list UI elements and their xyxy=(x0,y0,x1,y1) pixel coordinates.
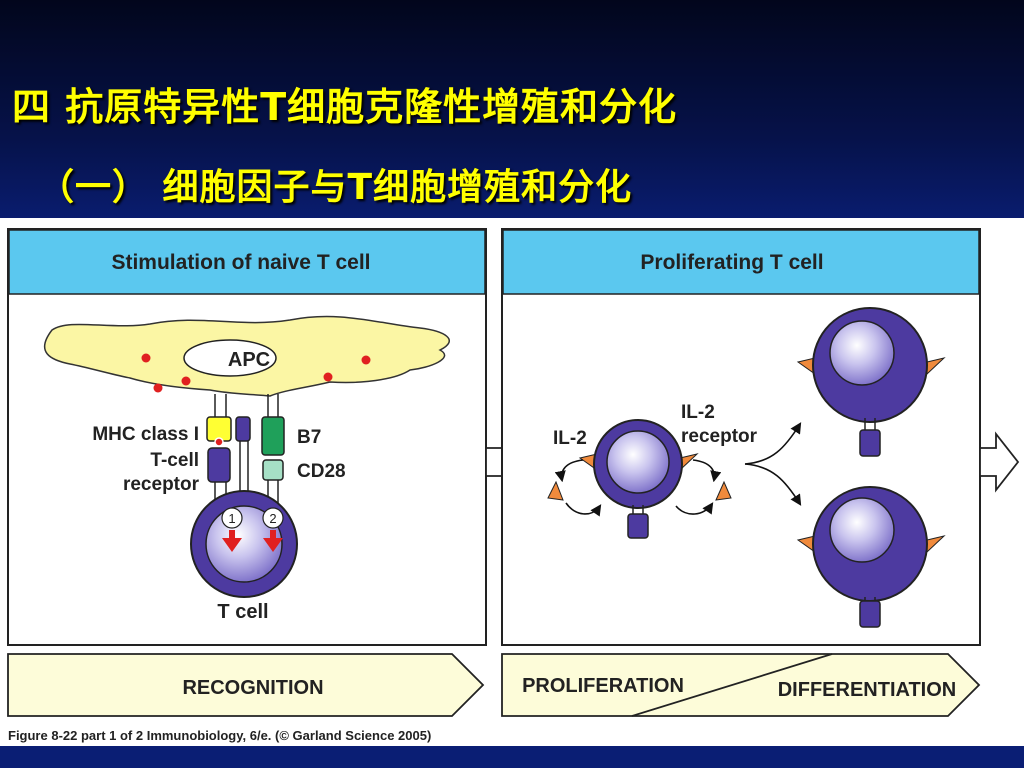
division-arrow-down xyxy=(744,463,802,506)
figure-caption: Figure 8-22 part 1 of 2 Immunobiology, 6… xyxy=(8,728,431,743)
t-cell-label: T cell xyxy=(217,601,268,623)
recognition-label: RECOGNITION xyxy=(182,677,323,699)
b7-molecule xyxy=(261,416,285,456)
right-panel: Proliferating T cell IL-2 IL-2 receptor xyxy=(501,228,981,646)
apc-granule xyxy=(153,383,163,393)
apc-granule xyxy=(361,355,371,365)
t-cell-receptor xyxy=(859,600,881,628)
slide-title: 四 抗原特异性T细胞克隆性增殖和分化 xyxy=(12,85,678,129)
left-panel-title: Stimulation of naive T cell xyxy=(111,251,370,274)
left-panel: Stimulation of naive T cell APC xyxy=(7,228,487,646)
il2-autocrine-arrow-right-down xyxy=(675,502,714,515)
mhc-class-i-label: MHC class I xyxy=(92,424,199,445)
right-panel-title: Proliferating T cell xyxy=(640,251,823,274)
figure-area: Stimulation of naive T cell APC xyxy=(0,218,1024,746)
apc-granule xyxy=(181,376,191,386)
il2-receptor-label-line1: IL-2 xyxy=(681,402,715,423)
left-panel-header xyxy=(8,229,486,295)
stage-divider xyxy=(631,653,833,717)
slide-subtitle: （一） 细胞因子与T细胞增殖和分化 xyxy=(38,167,633,208)
right-panel-header xyxy=(502,229,980,295)
daughter-t-cell-bottom-nucleus xyxy=(829,497,895,563)
division-arrow-up xyxy=(744,422,802,465)
t-cell-receptor xyxy=(627,513,649,539)
tcr-label-line2: receptor xyxy=(123,474,200,495)
il2-autocrine-arrow-right-up xyxy=(692,459,722,483)
signal-2-arrow xyxy=(263,530,283,552)
il2-molecule-left xyxy=(547,480,564,501)
apc-granule xyxy=(323,372,333,382)
il2-receptor-label-line2: receptor xyxy=(681,426,758,447)
il2-autocrine-arrow-left-down xyxy=(565,502,602,517)
t-cell-receptor xyxy=(207,447,231,483)
apc-nucleus xyxy=(183,339,277,377)
peptide xyxy=(214,437,224,447)
proliferation-label: PROLIFERATION xyxy=(522,675,684,697)
cd28-molecule xyxy=(262,459,284,481)
signal-1-label: 1 xyxy=(228,511,235,526)
next-stage-arrow xyxy=(979,431,1020,493)
bottom-bar xyxy=(0,746,1024,768)
immunology-diagram: Stimulation of naive T cell APC xyxy=(7,228,1020,743)
signal-1-arrow xyxy=(222,530,242,552)
proliferation-differentiation-arrow xyxy=(501,653,981,717)
recognition-stage-arrow xyxy=(7,653,485,717)
apc-label: APC xyxy=(228,349,270,371)
t-cell-receptor xyxy=(859,429,881,457)
signal-2-label: 2 xyxy=(269,511,276,526)
cd28-label: CD28 xyxy=(297,461,346,482)
apc-granule xyxy=(141,353,151,363)
proliferating-t-cell-nucleus xyxy=(606,430,670,494)
daughter-t-cell-top-nucleus xyxy=(829,320,895,386)
tcr-label-line1: T-cell xyxy=(150,450,199,471)
il2-autocrine-arrow-left-up xyxy=(554,459,584,483)
signal-1-marker xyxy=(221,507,243,529)
signal-2-marker xyxy=(262,507,284,529)
differentiation-label: DIFFERENTIATION xyxy=(778,679,957,701)
mhc-alpha3-domain xyxy=(235,416,251,442)
b7-label: B7 xyxy=(297,427,321,448)
il2-molecule-right xyxy=(715,480,732,501)
il2-label: IL-2 xyxy=(553,428,587,449)
